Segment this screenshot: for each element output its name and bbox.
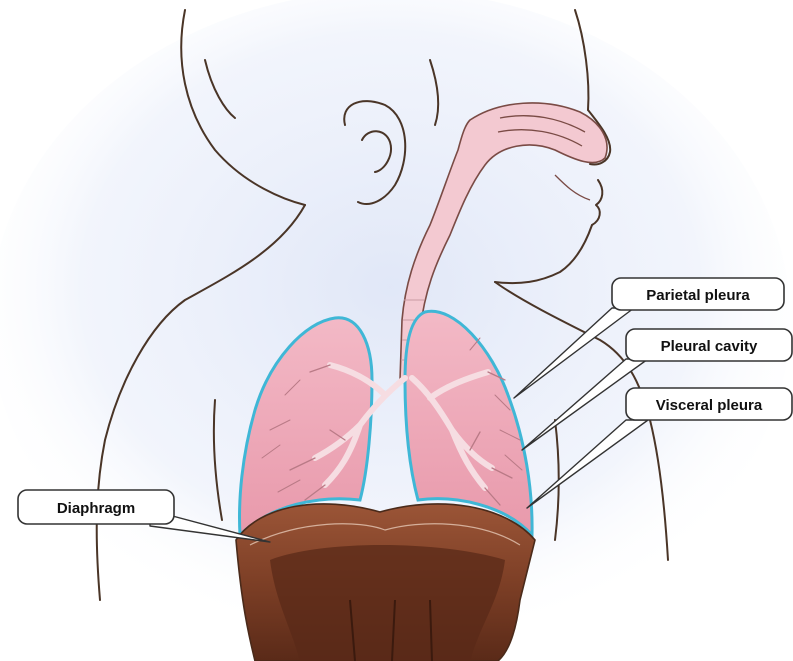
label-text-pleural-cavity: Pleural cavity [661, 338, 758, 355]
label-text-diaphragm: Diaphragm [57, 500, 135, 517]
label-text-parietal-pleura: Parietal pleura [646, 287, 750, 304]
label-text-visceral-pleura: Visceral pleura [656, 397, 763, 414]
diaphragm [236, 504, 535, 661]
